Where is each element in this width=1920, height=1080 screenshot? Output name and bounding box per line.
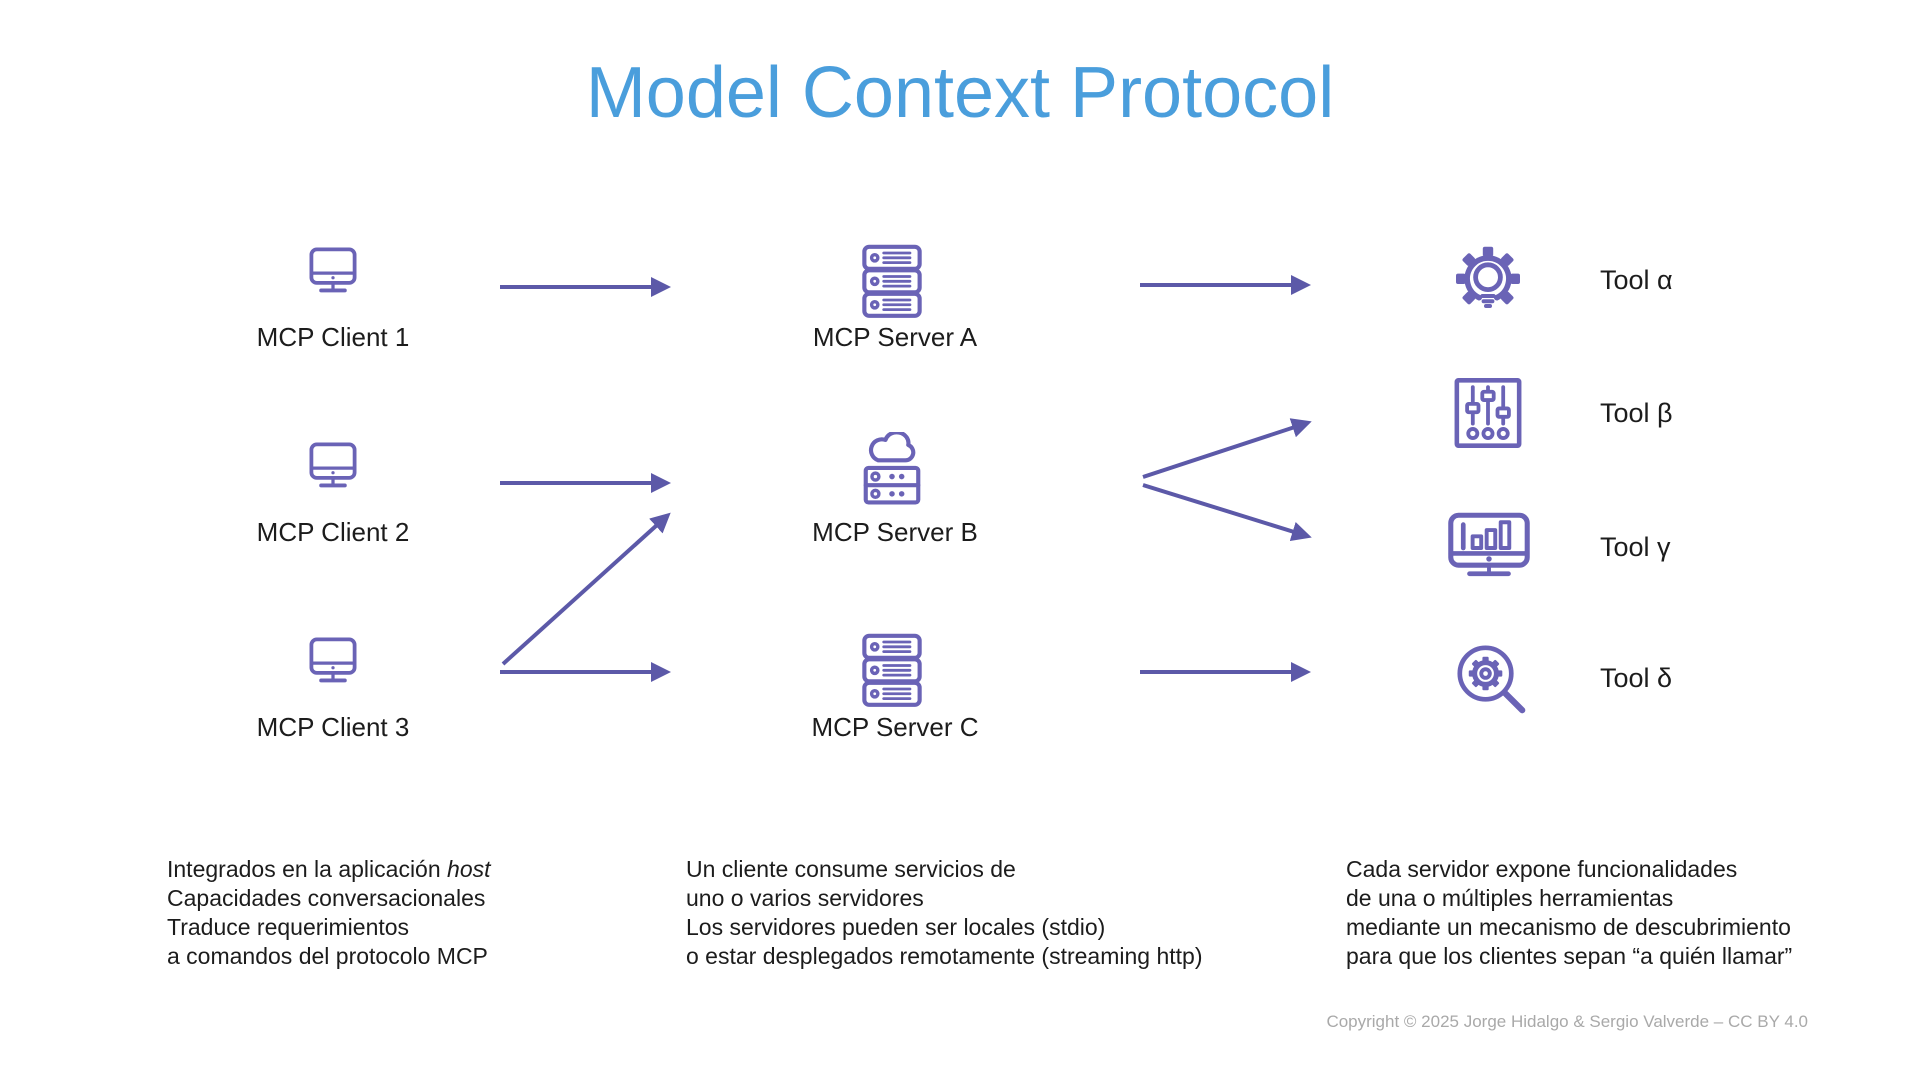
arrow-serverB-toolBeta bbox=[1142, 418, 1312, 479]
cloud-server-icon bbox=[860, 432, 924, 508]
client-label: MCP Client 1 bbox=[256, 322, 410, 352]
note-line: uno o varios servidores bbox=[686, 885, 924, 911]
sliders-icon bbox=[1450, 375, 1526, 451]
note-tools: Cada servidor expone funcionalidades de … bbox=[1346, 855, 1792, 971]
note-line: para que los clientes sepan “a quién lla… bbox=[1346, 943, 1793, 969]
note-line: Capacidades conversacionales bbox=[167, 885, 486, 911]
server-label: MCP Server A bbox=[812, 322, 978, 352]
monitor-icon bbox=[306, 636, 360, 686]
monitor-icon bbox=[306, 246, 360, 296]
note-line: Cada servidor expone funcionalidades bbox=[1346, 856, 1738, 882]
note-line: a comandos del protocolo MCP bbox=[167, 943, 488, 969]
tool-label: Tool β bbox=[1600, 398, 1673, 428]
server-label: MCP Server B bbox=[812, 517, 978, 547]
gear-bulb-icon bbox=[1448, 242, 1528, 322]
server-rack-icon bbox=[860, 633, 924, 709]
gear-magnifier-icon bbox=[1452, 640, 1530, 718]
tool-label: Tool α bbox=[1600, 265, 1673, 295]
tool-label: Tool γ bbox=[1600, 532, 1671, 562]
server-rack-icon bbox=[860, 244, 924, 320]
arrow-serverB-toolGamma bbox=[1142, 483, 1312, 542]
chart-monitor-icon bbox=[1446, 509, 1532, 587]
arrow-client3-serverB bbox=[501, 512, 671, 666]
note-line: Traduce requerimientos bbox=[167, 914, 410, 940]
note-line: Los servidores pueden ser locales (stdio… bbox=[686, 914, 1106, 940]
client-label: MCP Client 2 bbox=[256, 517, 410, 547]
copyright-notice: Copyright © 2025 Jorge Hidalgo & Sergio … bbox=[1326, 1012, 1808, 1031]
monitor-icon bbox=[306, 441, 360, 491]
client-label: MCP Client 3 bbox=[256, 712, 410, 742]
note-line: de una o múltiples herramientas bbox=[1346, 885, 1674, 911]
note-line: mediante un mecanismo de descubrimiento bbox=[1346, 914, 1791, 940]
note-line: Integrados en la aplicación host bbox=[167, 856, 491, 882]
server-label: MCP Server C bbox=[811, 712, 979, 742]
note-clients: Integrados en la aplicación host Capacid… bbox=[167, 855, 491, 971]
note-servers: Un cliente consume servicios de uno o va… bbox=[686, 855, 1203, 971]
note-line: Un cliente consume servicios de bbox=[686, 856, 1016, 882]
page-title: Model Context Protocol bbox=[585, 53, 1335, 133]
tool-label: Tool δ bbox=[1600, 663, 1673, 693]
note-line: o estar desplegados remotamente (streami… bbox=[686, 943, 1203, 969]
